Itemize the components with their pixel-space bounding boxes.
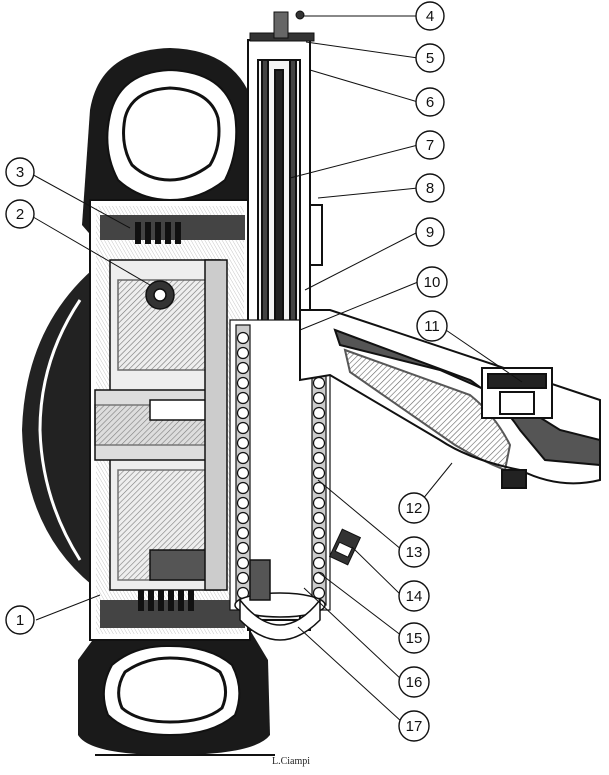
tyre (78, 48, 270, 755)
callout-17: 17 (398, 710, 430, 742)
bearing-ball (236, 511, 250, 525)
callout-3: 3 (5, 157, 35, 187)
callout-12-label: 12 (406, 500, 423, 517)
callout-13: 13 (398, 536, 430, 568)
callout-2-label: 2 (16, 206, 24, 223)
bearing-ball (236, 541, 250, 555)
callout-8-label: 8 (426, 180, 434, 197)
suspension-arm (299, 309, 601, 489)
bearing-ball (312, 451, 326, 465)
callout-9-label: 9 (426, 224, 434, 241)
callout-7: 7 (415, 130, 445, 160)
bearing-ball (236, 391, 250, 405)
callout-8: 8 (415, 173, 445, 203)
callout-11-label: 11 (424, 318, 440, 335)
bearing-ball (236, 421, 250, 435)
bearing-ball (312, 376, 326, 390)
bearing-ball (312, 511, 326, 525)
callout-17-label: 17 (406, 718, 423, 735)
bearing-ball (236, 496, 250, 510)
callout-16: 16 (398, 666, 430, 698)
bearing-ball (312, 466, 326, 480)
bearing-ball (236, 361, 250, 375)
callout-1-label: 1 (16, 612, 24, 629)
bearing-ball (236, 526, 250, 540)
bearing-ball (312, 571, 326, 585)
callout-10: 10 (416, 266, 448, 298)
bearing-ball (312, 481, 326, 495)
callout-6: 6 (415, 87, 445, 117)
callout-4-label: 4 (426, 8, 434, 25)
callout-16-label: 16 (406, 674, 423, 691)
bearing-ball (312, 436, 326, 450)
bearing-ball (312, 406, 326, 420)
callout-13-label: 13 (406, 544, 423, 561)
callout-7-label: 7 (426, 137, 434, 154)
top-nut-assembly (249, 10, 315, 42)
bearing-ball (236, 481, 250, 495)
hub-cap (22, 270, 100, 585)
bearing-ball (236, 331, 250, 345)
callout-5: 5 (415, 43, 445, 73)
callout-15-label: 15 (406, 630, 423, 647)
bearing-ball (236, 556, 250, 570)
callout-1: 1 (5, 605, 35, 635)
bearing-ball (312, 541, 326, 555)
artist-signature: L.Ciampi (272, 756, 311, 767)
callout-4: 4 (415, 1, 445, 31)
grease-nipple (328, 528, 362, 566)
callout-14-label: 14 (406, 588, 423, 605)
callout-12: 12 (398, 492, 430, 524)
bearing-ball (236, 571, 250, 585)
bump-stop (234, 559, 326, 641)
brake-fins-bottom (138, 585, 194, 611)
bearing-ball (236, 451, 250, 465)
callout-10-label: 10 (424, 274, 441, 291)
callout-15: 15 (398, 622, 430, 654)
hub-internals (94, 259, 228, 591)
leader-lines (27, 15, 523, 723)
callout-14: 14 (398, 580, 430, 612)
bearing-ball (312, 496, 326, 510)
callout-9: 9 (415, 217, 445, 247)
bearing-ball (236, 346, 250, 360)
bearing-ball (312, 556, 326, 570)
callout-6-label: 6 (426, 94, 434, 111)
bearing-ball (236, 436, 250, 450)
bearing-ball (312, 391, 326, 405)
callout-5-label: 5 (426, 50, 434, 67)
bearing-ball (312, 421, 326, 435)
bearing-ball (236, 466, 250, 480)
callout-11: 11 (416, 310, 448, 342)
bearing-ball (312, 526, 326, 540)
callout-2: 2 (5, 199, 35, 229)
brake-fins-top (135, 222, 181, 244)
bearing-ball (236, 406, 250, 420)
bearing-ball (236, 376, 250, 390)
callout-3-label: 3 (16, 164, 24, 181)
